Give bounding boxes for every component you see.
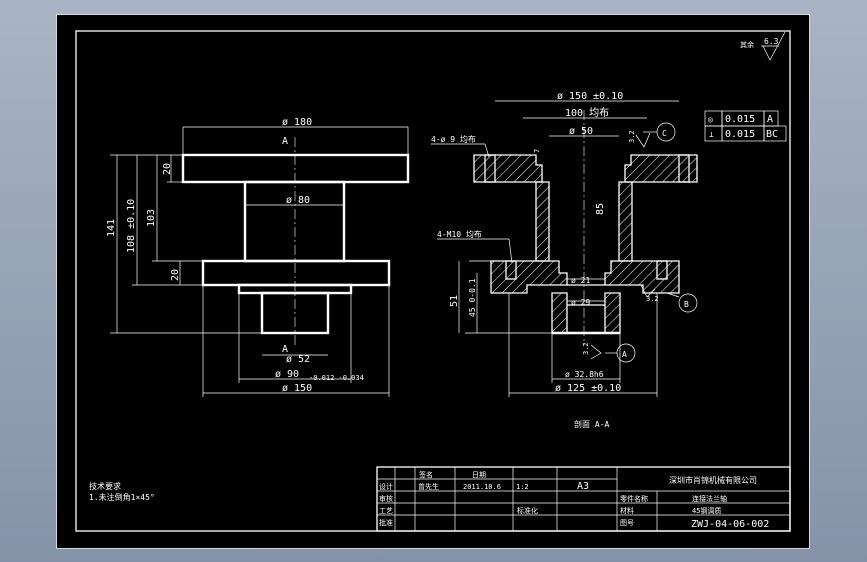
section-wall-left [535,181,550,262]
tb-scale: 1:2 [516,483,529,491]
top-flange [181,153,410,184]
dim-front-l141: 141 [106,219,117,237]
dim-sec-l51: 51 [449,295,460,307]
section-mark-a-bottom: A [282,344,288,355]
datum-b: B [684,300,689,309]
dim-front-d80: ø 80 [286,195,310,206]
dim-front-l108: 108 ±0.10 [126,199,137,253]
dim-sec-l7: 7 [533,149,541,153]
roughness-label: 其余 [740,40,754,49]
datum-a: A [622,350,627,359]
drawing-border [75,30,791,532]
tb-date-col: 日期 [472,471,486,479]
tech-notes-line1: 1.未注倒角1×45° [89,492,155,502]
dim-sec-l85: 85 [595,203,606,215]
tol1-symbol: ◎ [708,115,713,124]
tb-process-label: 工艺 [379,507,393,515]
datum-c: C [662,129,667,138]
tb-material: 45钢调质 [692,506,721,515]
tb-name-col: 签名 [419,470,433,479]
dim-sec-l100: 100 均布 [565,107,609,119]
tb-check-label: 审核 [379,494,393,503]
dim-sec-d32: ø 32.8h6 [565,370,604,379]
tolerance-frame-1: ◎ 0.015 A [704,110,779,127]
bottom-boss [260,291,330,335]
section-boss-right [604,292,621,334]
dim-front-d52: ø 52 [286,354,310,365]
tol1-datum: A [767,114,773,125]
rough-right: 3.2 [646,295,659,303]
rough-bottom: 3.2 [582,342,590,355]
tb-company: 深圳市肖锦机械有限公司 [669,475,757,485]
tb-design-label: 设计 [379,482,393,491]
dim-front-l103: 103 [146,209,157,227]
tb-standard-label: 标准化 [517,506,538,515]
dim-sec-d125: ø 125 ±0.10 [555,383,621,394]
dim-sec-d21: ø 21 [571,276,590,285]
tb-designer: 曾先生 [418,482,439,491]
dim-sec-l45: 45 0-0.1 [468,278,477,317]
dim-front-d150: ø 150 [282,383,312,394]
dim-sec-holes-mid: 4-M10 均布 [437,229,482,239]
datum-b-marker [678,293,698,313]
dim-sec-holes-top: 4-ø 9 均布 [431,134,476,144]
section-view: ø 150 ±0.10 100 均布 ø 50 4-ø 9 均布 7 85 4-… [431,91,787,429]
section-caption: 剖面 A-A [574,419,609,429]
roughness-value: 6.3 [764,37,779,46]
tb-date: 2011.10.6 [463,483,501,491]
dim-front-d90: ø 90 [275,369,299,380]
dim-front-d180: ø 180 [282,117,312,128]
dim-sec-d50: ø 50 [569,126,593,137]
tol2-symbol: ⊥ [709,130,714,139]
dim-front-l20-mid: 20 [170,269,181,281]
title-block: 签名 日期 设计 曾先生 2011.10.6 1:2 A3 深圳市肖锦机械有限公… [376,466,791,532]
tb-drawn-label: 图号 [620,519,634,527]
tech-notes-title: 技术要求 [89,481,121,491]
tol2-value: 0.015 [725,129,755,140]
drawing-viewport[interactable]: 其余 6.3 ø 180 A ø 80 141 108 ±0.10 103 20 [56,14,810,549]
section-mid-flange-right [604,260,680,294]
section-mark-a-top: A [282,136,288,147]
shaft-body [243,180,346,263]
tb-approve-label: 批准 [379,518,393,527]
middle-flange [201,259,391,287]
tb-sheet: A3 [577,481,589,492]
tb-part-name: 连接法兰轴 [692,494,727,503]
section-top-flange-right [624,154,698,183]
dim-sec-d150: ø 150 ±0.10 [557,91,623,102]
tolerance-frame-2: ⊥ 0.015 BC [704,125,787,142]
section-boss-left [551,292,568,334]
dim-sec-d29: ø 29 [571,298,590,307]
tb-material-label: 材料 [620,506,634,515]
dim-front-d90-tol: -0.012 -0.034 [309,374,364,382]
section-top-flange-left [473,154,543,183]
front-view: ø 180 A ø 80 141 108 ±0.10 103 20 20 A ø… [106,117,410,397]
tol2-datum: BC [766,129,778,140]
rough-top: 3.2 [628,130,636,143]
tol1-value: 0.015 [725,114,755,125]
section-mid-flange-left [490,260,568,294]
dim-front-l20-top: 20 [162,163,173,175]
roughness-symbol: 其余 6.3 [740,31,786,61]
cad-drawing: 其余 6.3 ø 180 A ø 80 141 108 ±0.10 103 20 [75,30,791,532]
section-wall-right [618,181,633,262]
tb-part-label: 零件名称 [620,494,648,503]
tb-drawing-no: ZWJ-04-06-002 [691,519,769,530]
